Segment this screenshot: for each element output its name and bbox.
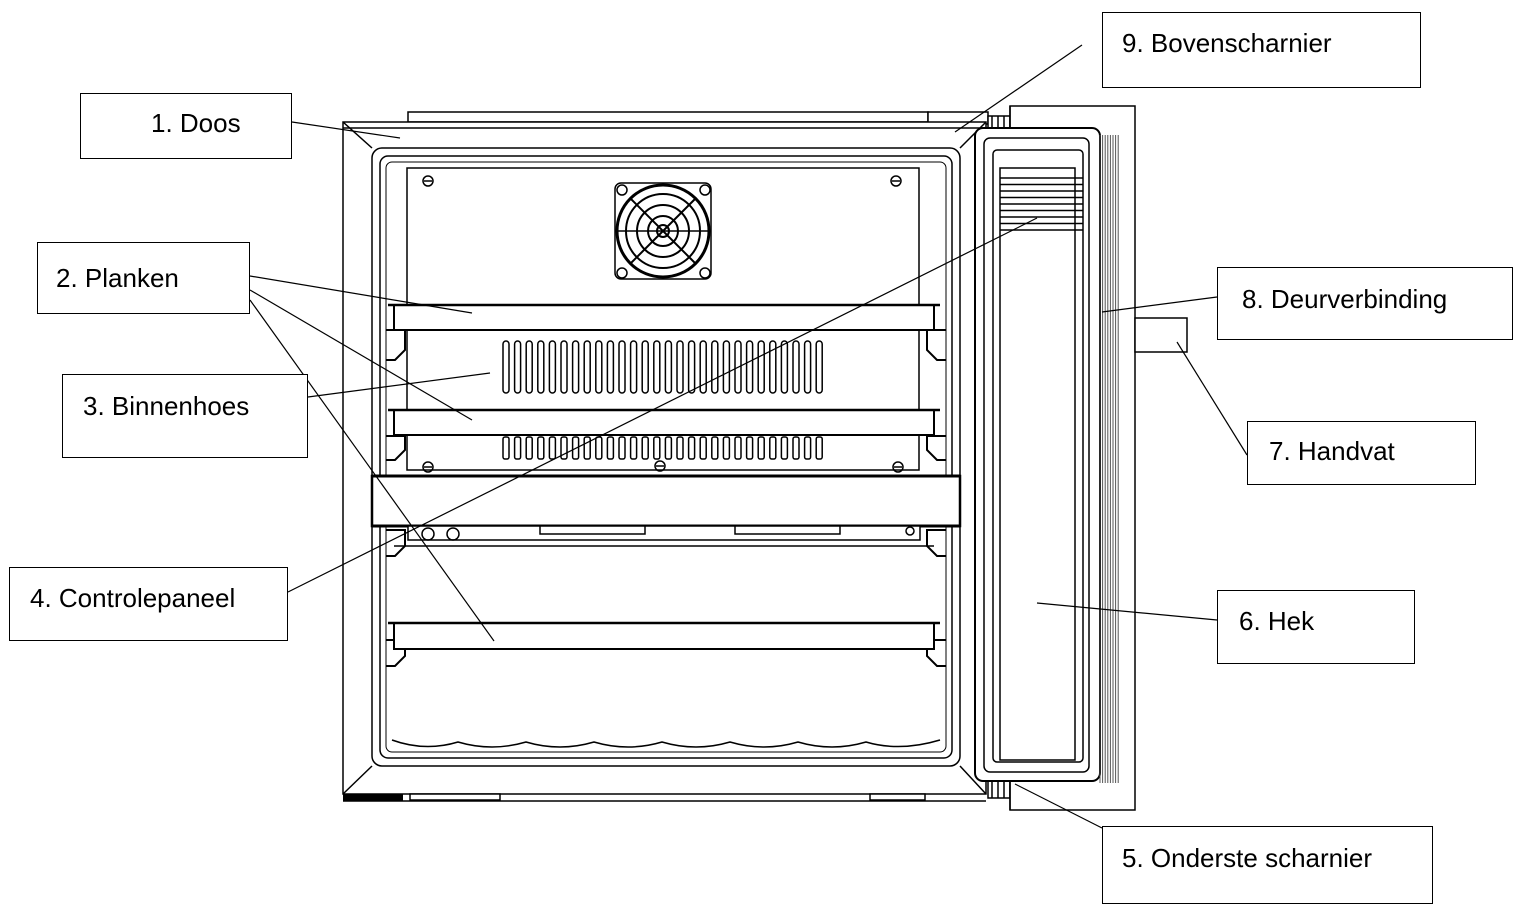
door: [974, 105, 1136, 811]
label-controlepaneel: 4. Controlepaneel: [9, 567, 288, 641]
door-seal: [1099, 135, 1119, 783]
label-controlepaneel-text: 4. Controlepaneel: [30, 583, 236, 613]
label-deurverbinding-text: 8. Deurverbinding: [1242, 284, 1448, 314]
bottom-tray: [391, 739, 941, 748]
shelf: [388, 621, 940, 650]
label-binnenhoes: 3. Binnenhoes: [62, 374, 308, 458]
label-onderste-scharnier-text: 5. Onderste scharnier: [1122, 843, 1373, 873]
bottom-hinge: [987, 779, 1011, 799]
label-hek: 6. Hek: [1217, 590, 1415, 664]
label-doos-text: 1. Doos: [151, 108, 241, 138]
fan-icon: [614, 182, 712, 280]
label-handvat-text: 7. Handvat: [1269, 436, 1395, 466]
shelf: [388, 303, 940, 331]
label-bovenscharnier: 9. Bovenscharnier: [1102, 12, 1421, 88]
vent-slots: [502, 340, 823, 394]
label-onderste-scharnier: 5. Onderste scharnier: [1102, 826, 1433, 904]
label-hek-text: 6. Hek: [1239, 606, 1315, 636]
shelf: [388, 408, 940, 436]
lower-vent-slots: [502, 436, 823, 460]
label-planken-text: 2. Planken: [56, 263, 179, 293]
handle: [1134, 317, 1188, 353]
control-panel: [370, 474, 962, 547]
leader-lines: [249, 44, 1248, 829]
label-binnenhoes-text: 3. Binnenhoes: [83, 391, 250, 421]
label-planken: 2. Planken: [37, 242, 250, 314]
label-handvat: 7. Handvat: [1247, 421, 1476, 485]
label-bovenscharnier-text: 9. Bovenscharnier: [1122, 28, 1332, 58]
label-deurverbinding: 8. Deurverbinding: [1217, 267, 1513, 340]
top-strip: [407, 111, 929, 123]
label-doos: 1. Doos: [80, 93, 292, 159]
